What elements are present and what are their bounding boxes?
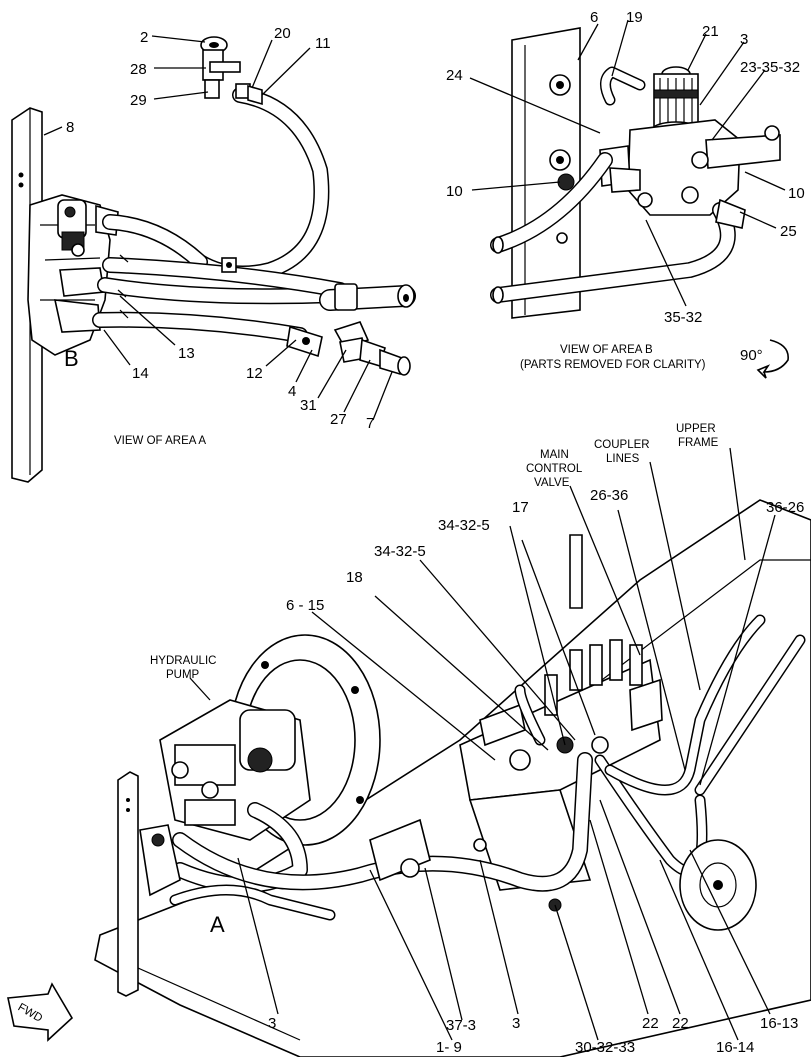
callout-25: 25 (780, 223, 797, 240)
callout-16-14: 16-14 (716, 1039, 754, 1056)
label-upper: UPPER (676, 423, 716, 435)
view-area-b-subcaption: (PARTS REMOVED FOR CLARITY) (520, 359, 706, 371)
callout-3: 3 (740, 31, 748, 48)
callout-17: 17 (512, 499, 529, 516)
callout-14: 14 (132, 365, 149, 382)
label-frame: FRAME (678, 437, 719, 449)
callout-13: 13 (178, 345, 195, 362)
label-control: CONTROL (526, 463, 583, 475)
callout-34-32-5-a: 34-32-5 (438, 517, 490, 534)
callout-30-32-33: 30-32-33 (575, 1039, 635, 1056)
callout-36-26: 36-26 (766, 499, 804, 516)
callout-34-32-5-b: 34-32-5 (374, 543, 426, 560)
label-pump: PUMP (166, 669, 200, 681)
hoses-view-a (92, 87, 416, 343)
callout-31: 31 (300, 397, 317, 414)
callout-23-35-32: 23-35-32 (740, 59, 800, 76)
callout-22-b: 22 (672, 1015, 689, 1032)
callout-29: 29 (130, 92, 147, 109)
valve-block-a (27, 194, 119, 356)
callout-22-a: 22 (642, 1015, 659, 1032)
callout-10-left: 10 (446, 183, 463, 200)
callout-4: 4 (288, 383, 296, 400)
callout-37-3: 37-3 (446, 1017, 476, 1034)
callout-16-13: 16-13 (760, 1015, 798, 1032)
callouts-main: 34-32-5 17 34-32-5 18 6 - 15 26-36 36-26… (210, 487, 804, 1056)
callout-3-a: 3 (268, 1015, 276, 1032)
callout-11: 11 (315, 35, 331, 52)
callout-35-32: 35-32 (664, 309, 702, 326)
callout-20: 20 (274, 25, 291, 42)
callout-2: 2 (140, 29, 148, 46)
view-area-b: 6 19 21 3 23-35-32 24 10 10 25 35-32 VIE… (446, 9, 805, 379)
callout-19: 19 (626, 9, 643, 26)
top-fitting-2 (200, 36, 263, 106)
text-labels: MAIN CONTROL VALVE COUPLER LINES UPPER F… (150, 423, 719, 681)
view-area-a: 2 28 29 20 11 8 13 14 12 4 31 27 7 B VIE… (11, 25, 416, 483)
label-hydraulic: HYDRAULIC (150, 655, 216, 667)
view-area-a-caption: VIEW OF AREA A (114, 435, 206, 447)
rotation-arrow-icon (756, 339, 789, 379)
leaders-view-a (43, 35, 393, 421)
callout-21: 21 (702, 23, 719, 40)
callout-27: 27 (330, 411, 347, 428)
callout-24: 24 (446, 67, 463, 84)
callout-18: 18 (346, 569, 363, 586)
view-area-b-caption: VIEW OF AREA B (560, 344, 653, 356)
callouts-view-a: 2 28 29 20 11 8 13 14 12 4 31 27 7 B VIE… (64, 25, 374, 447)
callout-12: 12 (246, 365, 263, 382)
callout-10-right: 10 (788, 185, 805, 202)
label-main: MAIN (540, 449, 569, 461)
area-b-marker: B (64, 346, 79, 371)
leaders-main (189, 447, 776, 1041)
area-a-marker: A (210, 912, 225, 937)
swing-gear (679, 839, 757, 931)
label-lines: LINES (606, 453, 640, 465)
label-coupler: COUPLER (594, 439, 650, 451)
callout-6-15: 6 - 15 (286, 597, 324, 614)
callout-26-36: 26-36 (590, 487, 628, 504)
main-view: 34-32-5 17 34-32-5 18 6 - 15 26-36 36-26… (7, 423, 811, 1057)
hydraulic-pump-body (159, 699, 311, 841)
callout-28: 28 (130, 61, 147, 78)
callout-7: 7 (366, 415, 374, 432)
label-valve: VALVE (534, 477, 570, 489)
rotation-label: 90° (740, 347, 763, 364)
callout-6: 6 (590, 9, 598, 26)
fwd-arrow-icon: FWD (7, 982, 74, 1042)
fittings-row (286, 321, 411, 376)
callout-3-b: 3 (512, 1015, 520, 1032)
callout-1-9: 1- 9 (436, 1039, 462, 1056)
bracket-area-a (117, 771, 181, 997)
callout-8: 8 (66, 119, 74, 136)
